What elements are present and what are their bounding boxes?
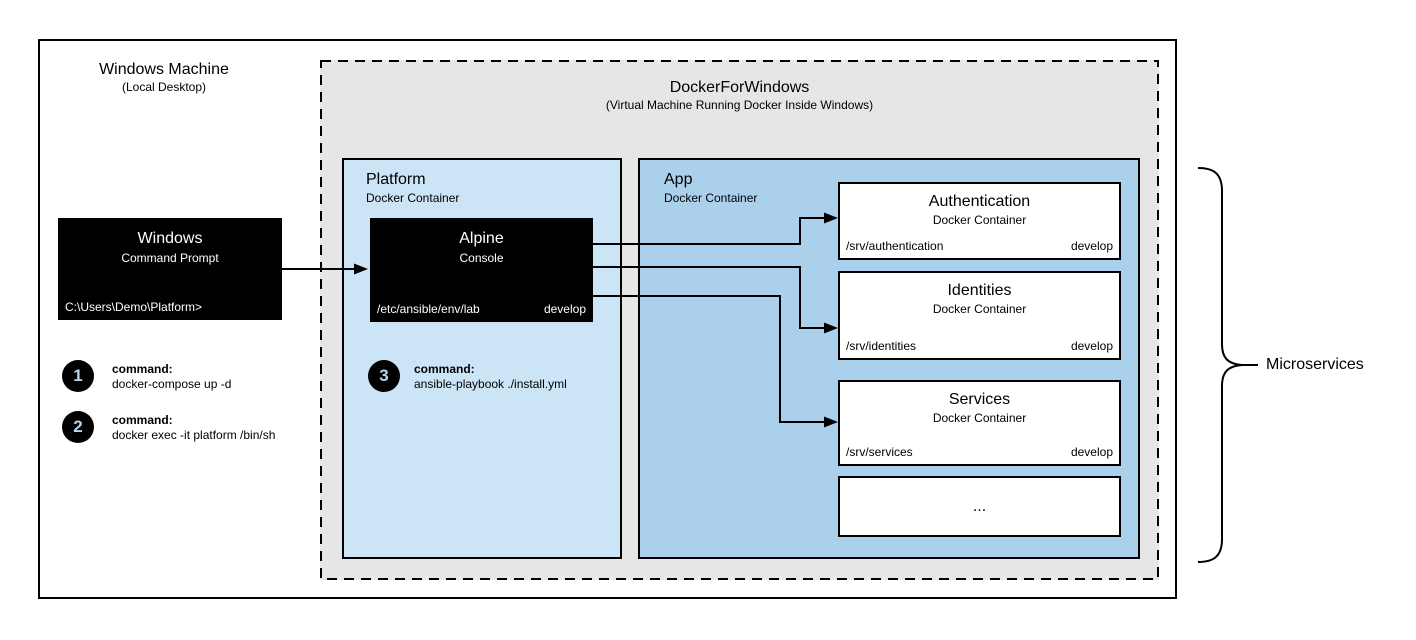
docker-vm-title: DockerForWindows: [669, 79, 810, 96]
authentication-container-box: Authentication Docker Container /srv/aut…: [838, 182, 1121, 260]
services-path-row: /srv/services develop: [846, 445, 1113, 459]
alpine-path-row: /etc/ansible/env/lab develop: [377, 302, 586, 316]
identities-path: /srv/identities: [846, 339, 917, 353]
step-3-command: command: ansible-playbook ./install.yml: [414, 362, 567, 392]
alpine-path: /etc/ansible/env/lab: [377, 302, 480, 316]
windows-command-prompt-box: Windows Command Prompt C:\Users\Demo\Pla…: [58, 218, 282, 320]
step-1-number: 1: [73, 366, 83, 385]
services-subtitle: Docker Container: [932, 411, 1027, 425]
app-subtitle: Docker Container: [664, 190, 758, 205]
platform-title: Platform: [366, 171, 426, 188]
windows-machine-title: Windows Machine: [99, 61, 229, 78]
services-branch: develop: [1070, 445, 1113, 459]
authentication-path-row: /srv/authentication develop: [846, 239, 1113, 253]
authentication-subtitle: Docker Container: [932, 213, 1027, 227]
windows-machine-label: Windows Machine (Local Desktop): [58, 60, 270, 95]
prompt-subtitle: Command Prompt: [121, 251, 219, 265]
step-2-label: command:: [112, 413, 173, 427]
identities-path-row: /srv/identities develop: [846, 339, 1113, 353]
authentication-path: /srv/authentication: [846, 239, 944, 253]
identities-title: Identities: [947, 282, 1012, 299]
alpine-subtitle: Console: [459, 251, 504, 265]
step-2-badge: 2: [62, 411, 94, 443]
identities-subtitle: Docker Container: [932, 302, 1027, 316]
authentication-branch: develop: [1070, 239, 1113, 253]
step-1-text: docker-compose up -d: [112, 377, 232, 391]
app-label: App Docker Container: [664, 170, 757, 206]
step-2-number: 2: [73, 417, 83, 436]
step-1-command: command: docker-compose up -d: [112, 362, 231, 392]
services-container-box: Services Docker Container /srv/services …: [838, 380, 1121, 466]
alpine-branch: develop: [543, 302, 586, 316]
step-1-label: command:: [112, 362, 173, 376]
microservices-label: Microservices: [1266, 356, 1364, 373]
identities-branch: develop: [1070, 339, 1113, 353]
prompt-row: C:\Users\Demo\Platform>: [65, 300, 275, 314]
docker-vm-subtitle: (Virtual Machine Running Docker Inside W…: [605, 98, 874, 112]
identities-container-box: Identities Docker Container /srv/identit…: [838, 271, 1121, 360]
windows-machine-subtitle: (Local Desktop): [121, 80, 207, 94]
services-title: Services: [948, 391, 1011, 408]
app-title: App: [664, 171, 693, 188]
step-3-badge: 3: [368, 360, 400, 392]
authentication-title: Authentication: [928, 193, 1031, 210]
docker-vm-label: DockerForWindows (Virtual Machine Runnin…: [320, 78, 1159, 113]
ellipsis-container-box: ...: [838, 476, 1121, 537]
step-3-text: ansible-playbook ./install.yml: [414, 377, 567, 391]
prompt-text: C:\Users\Demo\Platform>: [65, 300, 203, 314]
step-2-command: command: docker exec -it platform /bin/s…: [112, 413, 275, 443]
services-path: /srv/services: [846, 445, 913, 459]
step-2-text: docker exec -it platform /bin/sh: [112, 428, 276, 442]
alpine-title: Alpine: [459, 230, 504, 247]
alpine-console-box: Alpine Console /etc/ansible/env/lab deve…: [370, 218, 593, 322]
step-3-label: command:: [414, 362, 475, 376]
step-3-number: 3: [379, 366, 389, 385]
ellipsis-title: ...: [972, 497, 987, 515]
step-1-badge: 1: [62, 360, 94, 392]
microservices-brace: [1197, 167, 1243, 563]
prompt-title: Windows: [137, 230, 203, 247]
platform-subtitle: Docker Container: [366, 190, 460, 205]
platform-label: Platform Docker Container: [366, 170, 459, 206]
